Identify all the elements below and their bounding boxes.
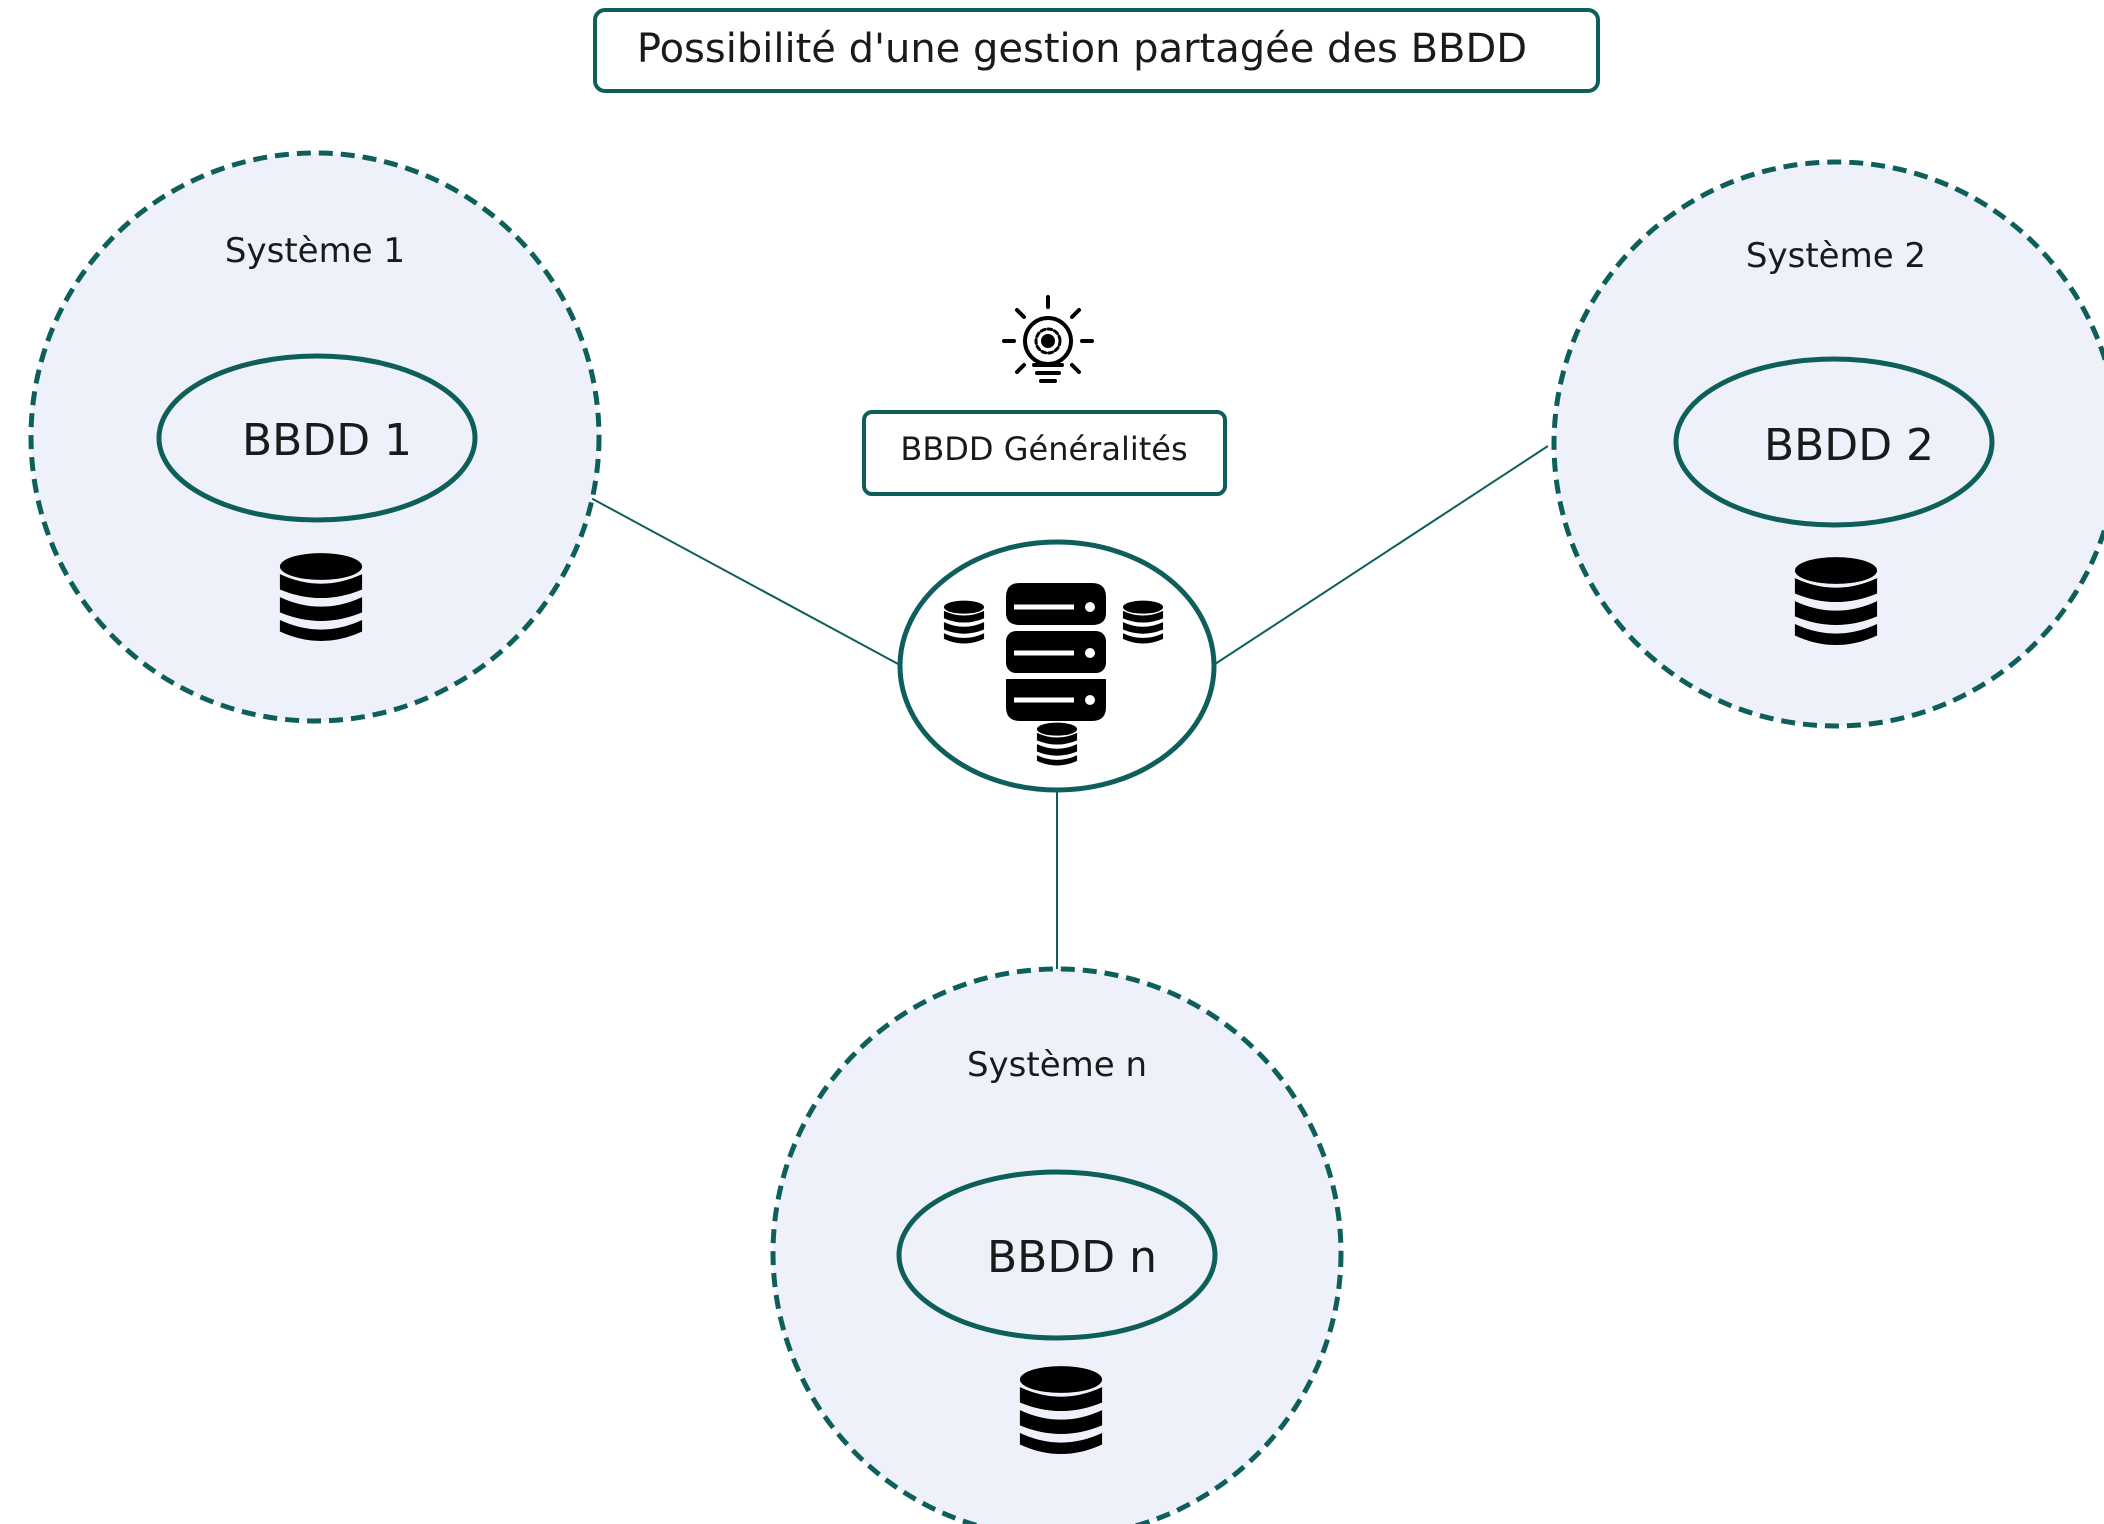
bbdd-1-node: [156, 353, 478, 523]
diagram-title: Possibilité d'une gestion partagée des B…: [637, 26, 1527, 72]
bbdd-n-label: BBDD n: [987, 1232, 1157, 1283]
bbdd-2-node: [1673, 356, 1995, 528]
database-server-icon: [1006, 583, 1106, 721]
system-1: Système 1 BBDD 1: [28, 150, 602, 724]
central-label-box: [862, 410, 1227, 496]
connector-system2: [1211, 445, 1549, 667]
system-2: Système 2 BBDD 2: [1551, 159, 2104, 729]
bbdd-n-node: [896, 1169, 1218, 1341]
central-label: BBDD Généralités: [900, 430, 1187, 468]
lightbulb-gear-icon: [1002, 295, 1094, 383]
central-database: BBDD Généralités: [862, 295, 1227, 793]
title-box: Possibilité d'une gestion partagée des B…: [593, 8, 1600, 93]
system-1-label: Système 1: [225, 231, 405, 271]
bbdd-1-label: BBDD 1: [242, 415, 412, 466]
system-2-label: Système 2: [1746, 236, 1926, 276]
system-n-label: Système n: [967, 1045, 1147, 1085]
system-n: Système n BBDD n: [770, 966, 1344, 1524]
bbdd-2-label: BBDD 2: [1764, 420, 1934, 471]
